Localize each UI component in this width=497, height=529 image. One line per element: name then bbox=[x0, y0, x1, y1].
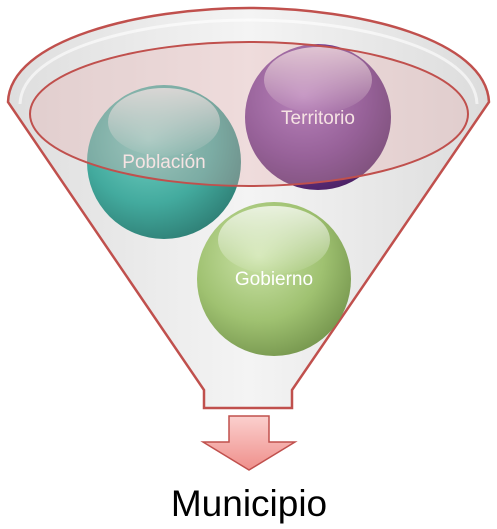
label-territorio: Territorio bbox=[281, 108, 355, 129]
output-label-municipio: Municipio bbox=[171, 483, 327, 524]
circle-territorio: Territorio bbox=[245, 44, 391, 190]
label-gobierno: Gobierno bbox=[235, 269, 313, 290]
funnel-mouth bbox=[29, 41, 469, 187]
circle-gobierno: Gobierno bbox=[197, 202, 351, 356]
down-arrow-icon bbox=[200, 415, 298, 471]
funnel-inner-rim bbox=[18, 18, 479, 105]
circle-poblacion: Población bbox=[87, 85, 241, 239]
label-poblacion: Población bbox=[122, 152, 205, 173]
